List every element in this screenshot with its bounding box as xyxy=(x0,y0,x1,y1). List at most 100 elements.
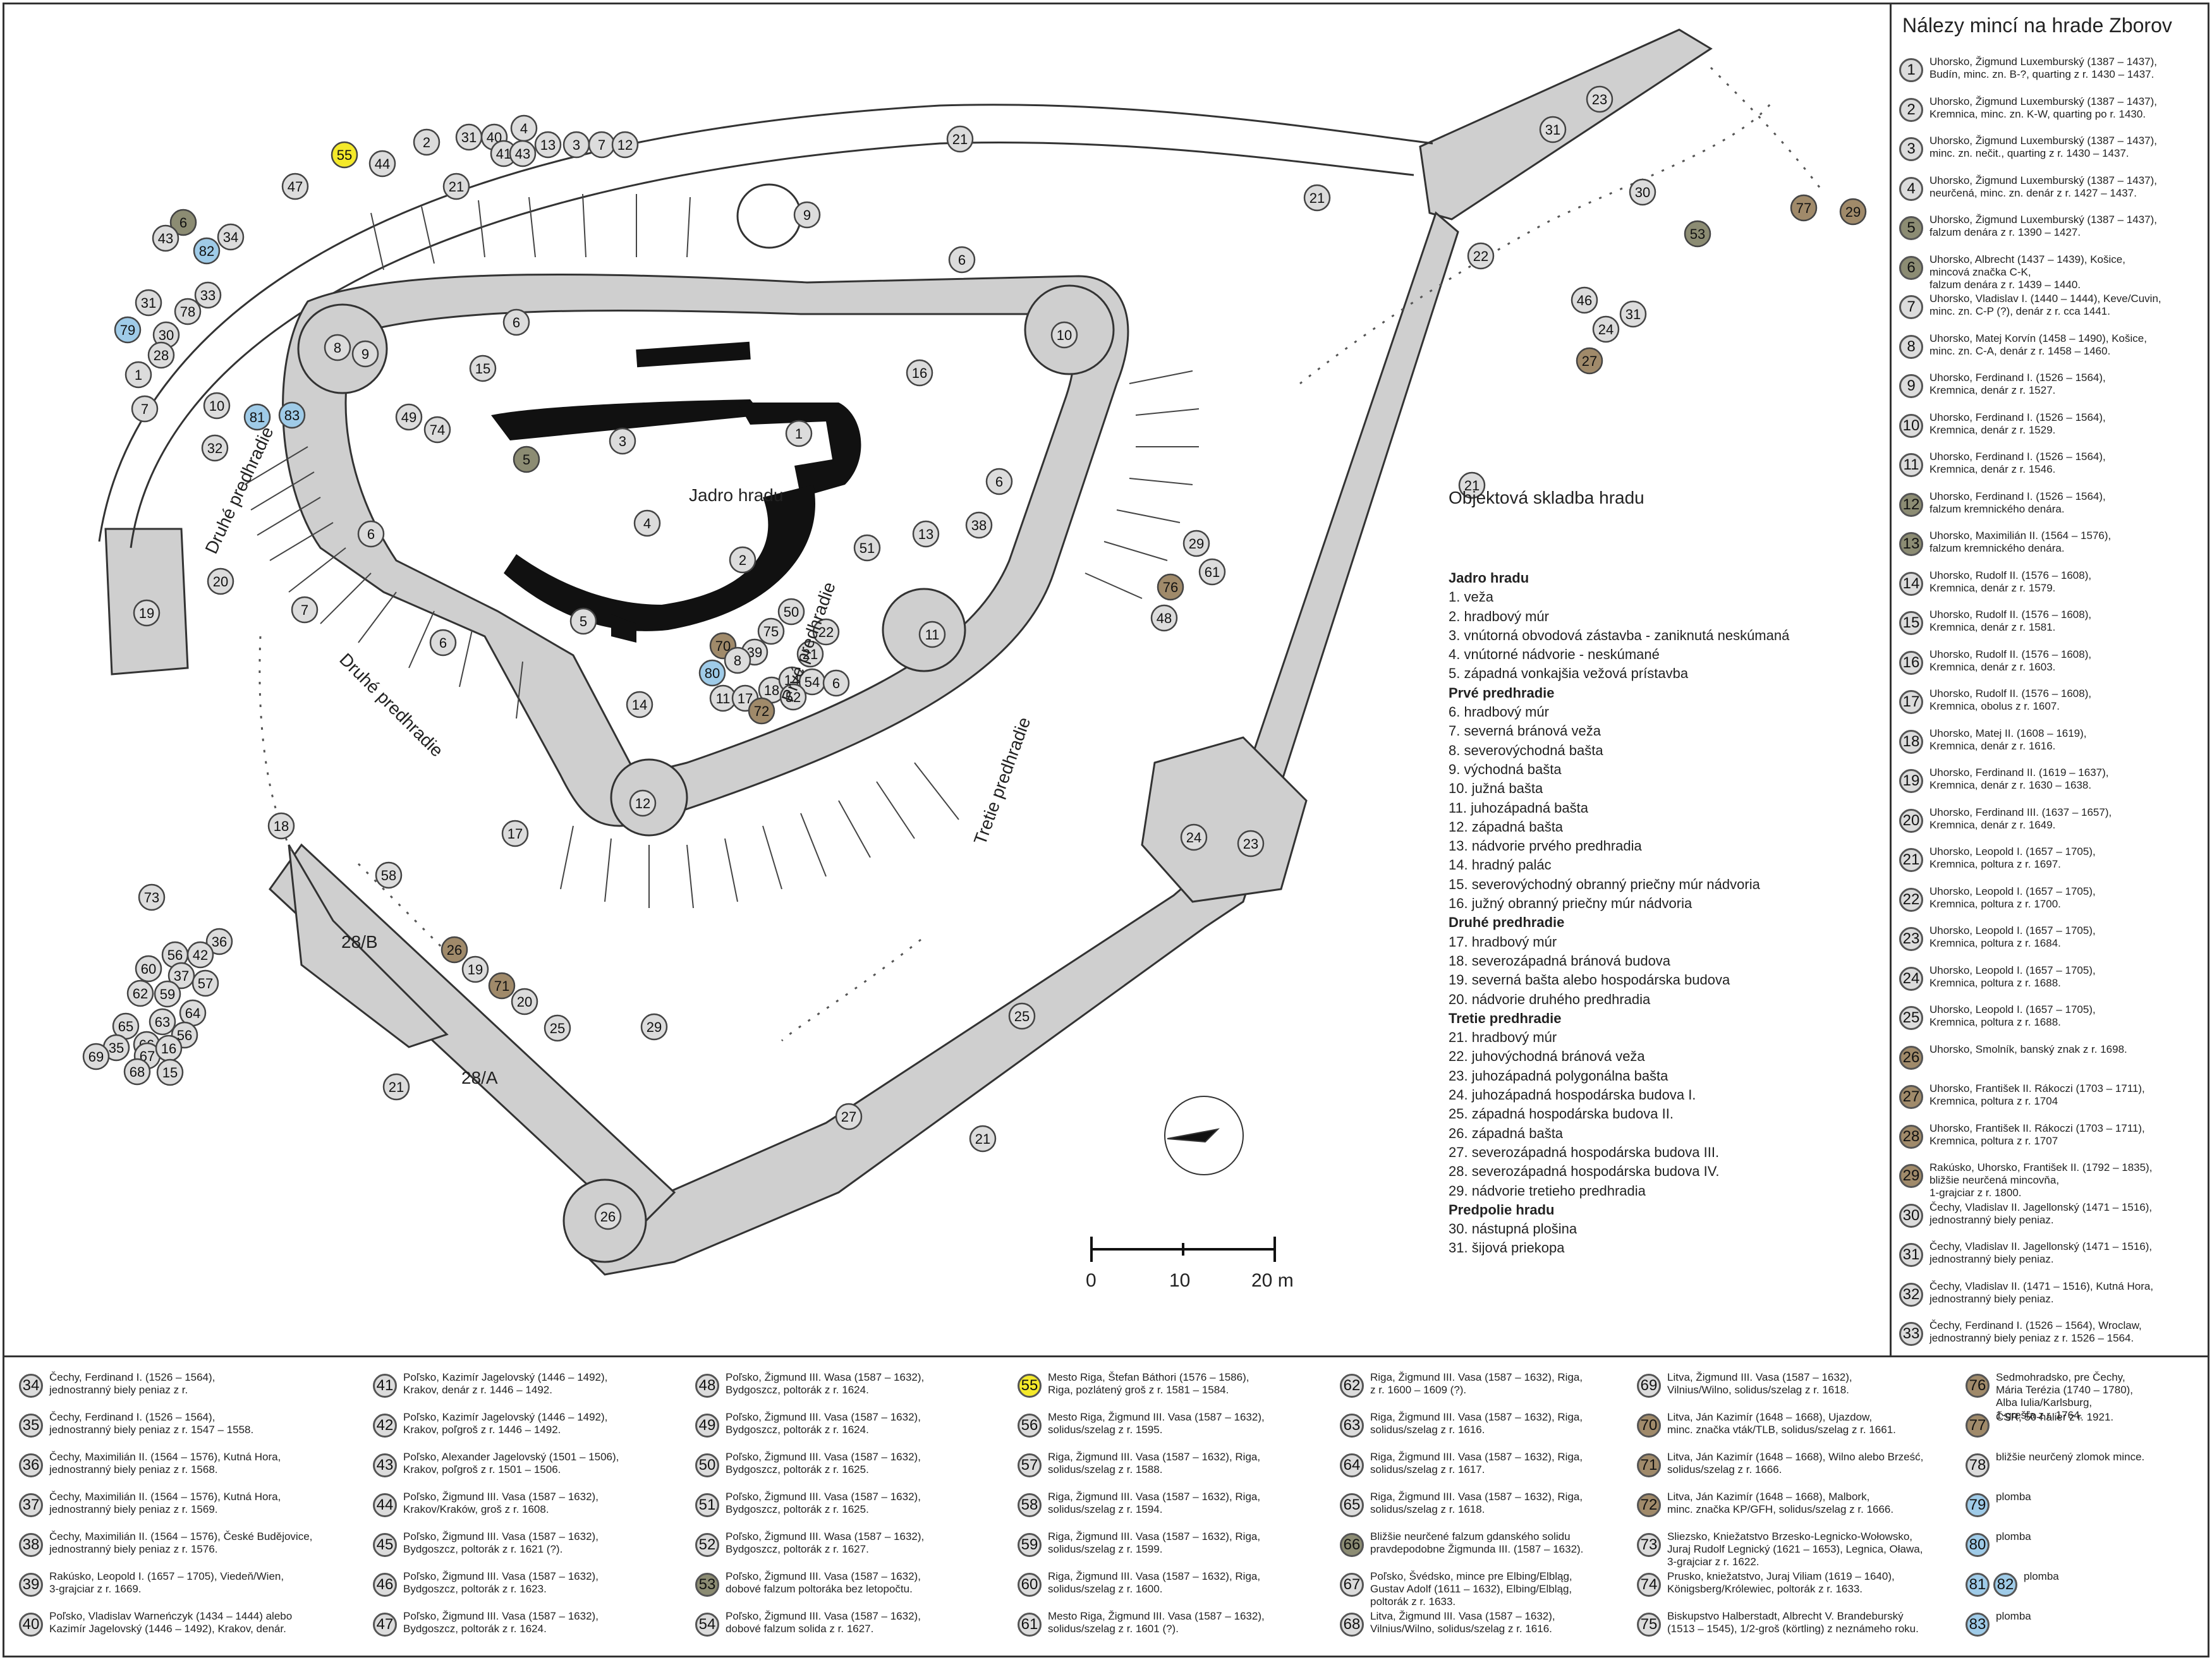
find-marker: 10 xyxy=(1050,321,1078,349)
find-marker-label: 36 xyxy=(212,934,227,950)
coin-description-line: Čechy, Ferdinand I. (1526 – 1564), xyxy=(49,1371,216,1383)
find-marker-label: 26 xyxy=(600,1209,616,1225)
object-item: 13. nádvorie prvého predhradia xyxy=(1449,838,1642,854)
find-marker-label: 54 xyxy=(805,674,820,690)
coin-description-line: Kremnica, denár z r. 1527. xyxy=(1929,384,2056,396)
object-item: 31. šijová priekopa xyxy=(1449,1240,1565,1256)
coin-description-line: Uhorsko, Ferdinand I. (1526 – 1564), xyxy=(1929,372,2106,384)
coin-description: Uhorsko, Ferdinand I. (1526 – 1564),Krem… xyxy=(1929,411,2106,437)
coin-description-line: Poľsko, Švédsko, mince pre Elbing/Elbląg… xyxy=(1370,1570,1572,1582)
find-marker-label: 24 xyxy=(1598,322,1613,337)
coin-description-line: Čechy, Ferdinand I. (1526 – 1564), Wrocl… xyxy=(1929,1319,2142,1331)
find-marker-label: 1 xyxy=(795,426,803,442)
find-marker-label: 24 xyxy=(1186,830,1201,845)
coin-number-badge: 79 xyxy=(1966,1493,1990,1517)
find-marker-label: 6 xyxy=(179,215,187,231)
find-marker: 16 xyxy=(155,1034,183,1062)
coin-description-line: Litva, Ján Kazimír (1648 – 1668), Ujazdo… xyxy=(1667,1411,1873,1423)
coin-description-line: Krakov, poľgroš z r. 1501 – 1506. xyxy=(403,1463,561,1475)
coin-number-badge: 5 xyxy=(1899,216,1923,240)
find-marker: 6 xyxy=(502,308,530,336)
coin-description-line: Poľsko, Žigmund III. Vasa (1587 – 1632), xyxy=(726,1610,921,1622)
find-marker-label: 64 xyxy=(185,1005,200,1021)
find-marker-label: 7 xyxy=(598,137,605,153)
find-marker: 6 xyxy=(429,629,457,657)
coin-description-line: Uhorsko, Leopold I. (1657 – 1705), xyxy=(1929,845,2096,857)
coin-number-badge: 35 xyxy=(19,1414,43,1438)
coin-number-badge: 6 xyxy=(1899,255,1923,280)
coin-description-line: Poľsko, Kazimír Jagelovský (1446 – 1492)… xyxy=(403,1371,608,1383)
find-marker: 34 xyxy=(217,223,245,251)
coin-description-line: minc. zn. C-P (?), denár z r. cca 1441. xyxy=(1929,305,2110,317)
find-marker: 31 xyxy=(1619,300,1647,328)
coin-number-badge: 58 xyxy=(1018,1493,1042,1517)
find-marker: 36 xyxy=(205,928,233,955)
find-marker-label: 42 xyxy=(193,947,208,963)
coin-description: Uhorsko, Žigmund Luxemburský (1387 – 143… xyxy=(1929,135,2157,160)
find-marker-label: 31 xyxy=(1545,122,1560,138)
coin-description-line: Krakov, poľgroš z r. 1446 – 1492. xyxy=(403,1424,561,1436)
coin-description: Poľsko, Žigmund III. Vasa (1587 – 1632),… xyxy=(403,1610,599,1635)
coin-number-badge: 54 xyxy=(695,1613,719,1637)
coin-description-line: Poľsko, Žigmund III. Vasa (1587 – 1632), xyxy=(403,1570,599,1582)
coin-number-badge: 12 xyxy=(1899,492,1923,517)
coin-description: Litva, Žigmund III. Vasa (1587 – 1632),V… xyxy=(1667,1371,1852,1396)
coin-description-line: (1513 – 1545), 1/2-groš (körtling) z nez… xyxy=(1667,1623,1919,1635)
find-marker-label: 80 xyxy=(705,665,720,681)
coin-number-badge: 17 xyxy=(1899,690,1923,714)
coin-description-line: Krakov, denár z r. 1446 – 1492. xyxy=(403,1384,552,1396)
find-marker: 76 xyxy=(1157,573,1184,601)
coin-description-line: Riga, Žigmund III. Vasa (1587 – 1632), R… xyxy=(1048,1451,1261,1463)
coin-description-line: Uhorsko, Leopold I. (1657 – 1705), xyxy=(1929,1003,2096,1015)
coin-description-line: Uhorsko, Ferdinand I. (1526 – 1564), xyxy=(1929,451,2106,463)
find-marker: 4 xyxy=(510,114,538,142)
coin-description-line: Juraj Rudolf Legnický (1621 – 1653), Leg… xyxy=(1667,1543,1923,1555)
find-marker-label: 13 xyxy=(540,137,556,153)
coin-number-badge: 60 xyxy=(1018,1573,1042,1597)
find-marker-label: 6 xyxy=(513,315,520,330)
find-marker: 3 xyxy=(562,131,590,159)
coin-number-badge: 45 xyxy=(373,1533,397,1557)
find-marker-label: 21 xyxy=(1464,478,1480,494)
coin-number-badge: 21 xyxy=(1899,848,1923,872)
object-item: 10. južná bašta xyxy=(1449,780,1543,797)
coin-number-badge: 64 xyxy=(1340,1453,1364,1477)
coin-description-line: minc. zn. nečit., quarting z r. 1430 – 1… xyxy=(1929,147,2129,159)
find-marker: 6 xyxy=(169,209,197,236)
find-marker: 42 xyxy=(186,941,214,969)
find-marker-label: 21 xyxy=(975,1131,990,1147)
object-group-heading: Jadro hradu xyxy=(1449,570,1529,586)
find-marker-label: 65 xyxy=(118,1019,133,1034)
coin-description-line: Mesto Riga, Žigmund III. Vasa (1587 – 16… xyxy=(1048,1610,1265,1622)
find-marker-label: 53 xyxy=(1690,226,1705,242)
coin-description-line: Bydgoszcz, poltorák z r. 1623. xyxy=(403,1583,547,1595)
coin-number-badge: 33 xyxy=(1899,1322,1923,1346)
coin-number-badge: 14 xyxy=(1899,571,1923,596)
coin-description: Poľsko, Alexander Jagelovský (1501 – 150… xyxy=(403,1451,619,1476)
find-marker-label: 43 xyxy=(158,231,173,246)
find-marker: 38 xyxy=(965,511,993,539)
find-marker-label: 16 xyxy=(161,1041,176,1057)
find-marker: 50 xyxy=(777,598,805,626)
find-marker: 25 xyxy=(1008,1002,1036,1030)
find-marker: 21 xyxy=(1303,184,1331,212)
coin-description-line: 3-grajciar z r. 1622. xyxy=(1667,1556,1759,1568)
object-group-heading: Predpolie hradu xyxy=(1449,1201,1555,1218)
find-marker-label: 7 xyxy=(301,602,308,618)
find-marker-label: 18 xyxy=(764,682,779,698)
coin-number-badge: 40 xyxy=(19,1613,43,1637)
coin-description-line: poltorák z r. 1633. xyxy=(1370,1596,1456,1608)
find-marker-label: 43 xyxy=(515,146,530,162)
coin-description-line: Uhorsko, Žigmund Luxemburský (1387 – 143… xyxy=(1929,95,2158,107)
coin-description-line: Biskupstvo Halberstadt, Albrecht V. Bran… xyxy=(1667,1610,1904,1622)
